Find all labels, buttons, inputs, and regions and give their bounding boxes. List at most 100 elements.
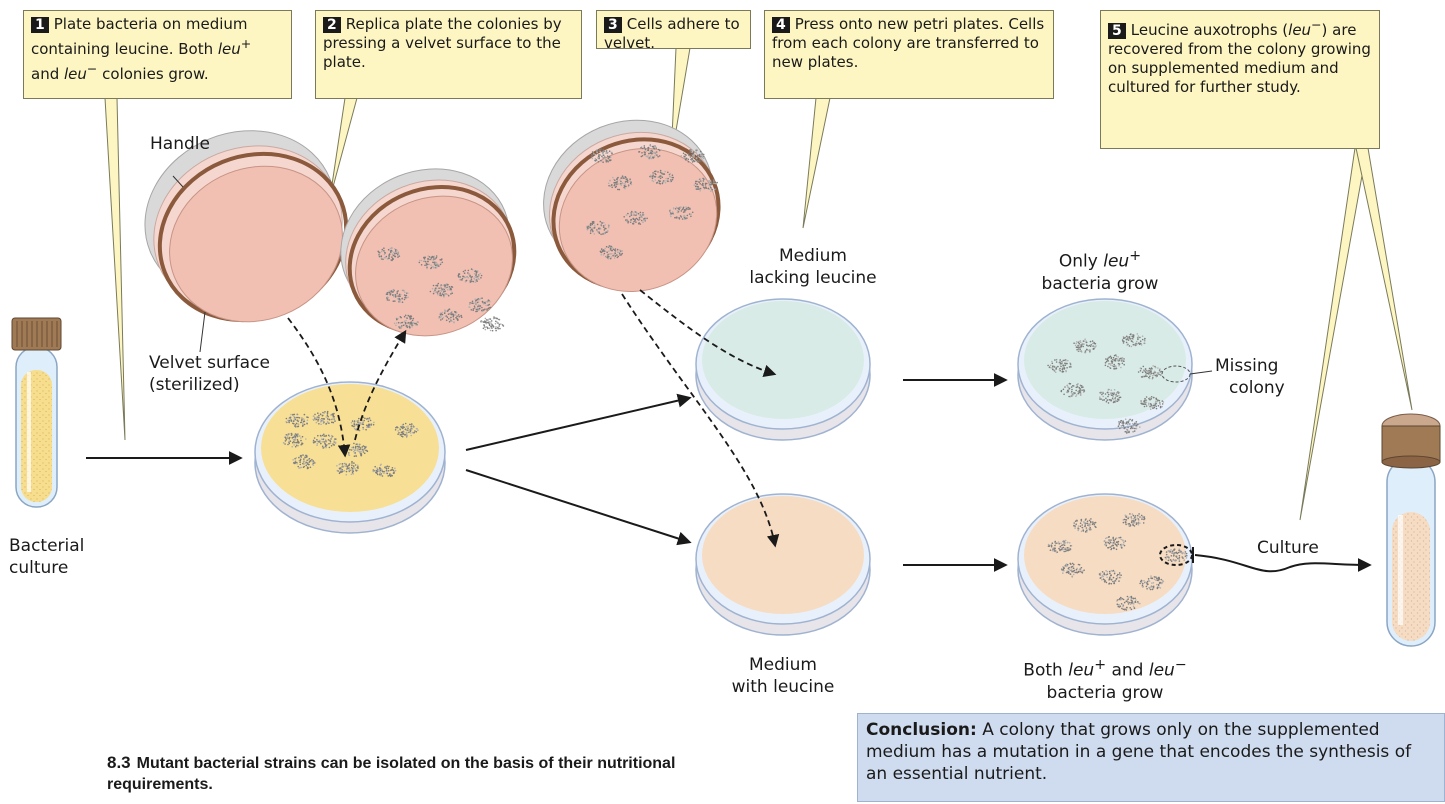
colony-speck: [491, 327, 493, 329]
colony-speck: [613, 184, 616, 187]
colony-speck: [302, 420, 305, 423]
colony-speck: [1051, 360, 1053, 363]
colony-speck: [376, 467, 378, 469]
colony-speck: [293, 435, 296, 437]
colony-speck: [596, 229, 598, 231]
colony-speck: [1102, 392, 1104, 395]
colony-speck: [300, 443, 303, 446]
colony-speck: [406, 317, 408, 320]
colony-speck: [1074, 344, 1077, 347]
colony-speck: [621, 181, 624, 184]
colony-speck: [286, 434, 289, 437]
colony-speck: [291, 445, 294, 448]
label-velvet-surface: Velvet surface (sterilized): [149, 352, 270, 396]
pointer-step-2: [329, 97, 358, 199]
colony-speck: [344, 462, 347, 465]
colony-speck: [446, 283, 449, 286]
colony-speck: [1134, 422, 1136, 425]
colony-speck: [404, 422, 407, 425]
colony-speck: [1137, 335, 1140, 337]
colony-speck: [434, 264, 437, 267]
colony-speck: [619, 179, 621, 181]
colony-speck: [1107, 395, 1109, 398]
colony-speck: [387, 475, 390, 477]
colony-speck: [292, 441, 294, 444]
colony-speck: [319, 413, 322, 416]
colony-speck: [1078, 386, 1081, 389]
colony-speck: [412, 317, 415, 320]
step-5-end: ) are recovered from the colony growing …: [1108, 21, 1371, 96]
colony-speck: [384, 252, 387, 254]
colony-speck: [394, 300, 396, 302]
colony-speck: [659, 169, 662, 172]
colony-speck: [316, 417, 318, 419]
colony-speck: [292, 459, 294, 461]
colony-speck: [1083, 343, 1085, 345]
colony-speck: [1146, 588, 1148, 590]
colony-speck: [702, 180, 705, 182]
colony-speck: [359, 447, 362, 449]
colony-speck: [611, 253, 613, 255]
colony-speck: [708, 181, 711, 183]
step-2-number: 2: [323, 17, 341, 33]
colony-speck: [1117, 540, 1120, 543]
colony-speck: [318, 416, 320, 419]
colony-speck: [1137, 602, 1140, 604]
colony-speck: [1134, 427, 1136, 430]
colony-speck: [641, 152, 643, 154]
colony-speck: [1129, 423, 1131, 425]
colony-speck: [1109, 546, 1111, 548]
colony-speck: [1150, 372, 1153, 375]
colony-speck: [1057, 365, 1059, 368]
label-medium-lacking-leucine: Medium lacking leucine: [733, 245, 893, 289]
colony-speck: [1055, 551, 1058, 554]
colony-speck: [1157, 584, 1160, 586]
plate-both-grow: [1017, 493, 1193, 636]
colony-speck: [1133, 525, 1136, 527]
colony-speck: [382, 258, 384, 261]
colony-speck: [1105, 569, 1107, 572]
colony-speck: [600, 148, 602, 150]
colony-speck: [1059, 367, 1061, 370]
colony-speck: [381, 475, 384, 477]
colony-speck: [475, 271, 478, 274]
colony-speck: [689, 207, 691, 210]
colony-speck: [629, 220, 632, 223]
colony-speck: [476, 280, 478, 283]
colony-speck: [1079, 570, 1081, 573]
colony-speck: [404, 314, 407, 317]
colony-speck: [607, 258, 610, 260]
colony-speck: [1144, 397, 1146, 400]
colony-speck: [1161, 400, 1164, 402]
colony-speck: [378, 251, 381, 254]
colony-speck: [1110, 569, 1113, 572]
colony-speck: [1178, 560, 1181, 562]
colony-speck: [613, 182, 615, 184]
colony-speck: [485, 319, 488, 321]
colony-speck: [491, 329, 494, 332]
colony-speck: [1122, 420, 1124, 423]
colony-speck: [372, 423, 375, 426]
colony-speck: [448, 286, 451, 288]
colony-speck: [475, 303, 478, 306]
colony-speck: [300, 466, 303, 469]
colony-speck: [1173, 553, 1175, 555]
colony-speck: [601, 250, 604, 253]
colonies: [282, 144, 1188, 611]
colony-speck: [1115, 367, 1118, 370]
colony-speck: [1051, 542, 1054, 544]
colony-speck: [586, 229, 589, 231]
colony-speck: [1149, 403, 1152, 405]
colony-speck: [366, 424, 368, 427]
colony-speck: [1155, 403, 1157, 405]
colony-speck: [1149, 375, 1151, 378]
colony-speck: [649, 174, 652, 177]
colony-speck: [1068, 568, 1071, 571]
colony-speck: [627, 184, 630, 186]
colony-speck: [397, 321, 400, 324]
colony-speck: [303, 465, 306, 468]
colony-speck: [1140, 376, 1143, 378]
colony-speck: [351, 467, 354, 470]
colony-speck: [1113, 571, 1116, 573]
colony-speck: [618, 188, 621, 191]
